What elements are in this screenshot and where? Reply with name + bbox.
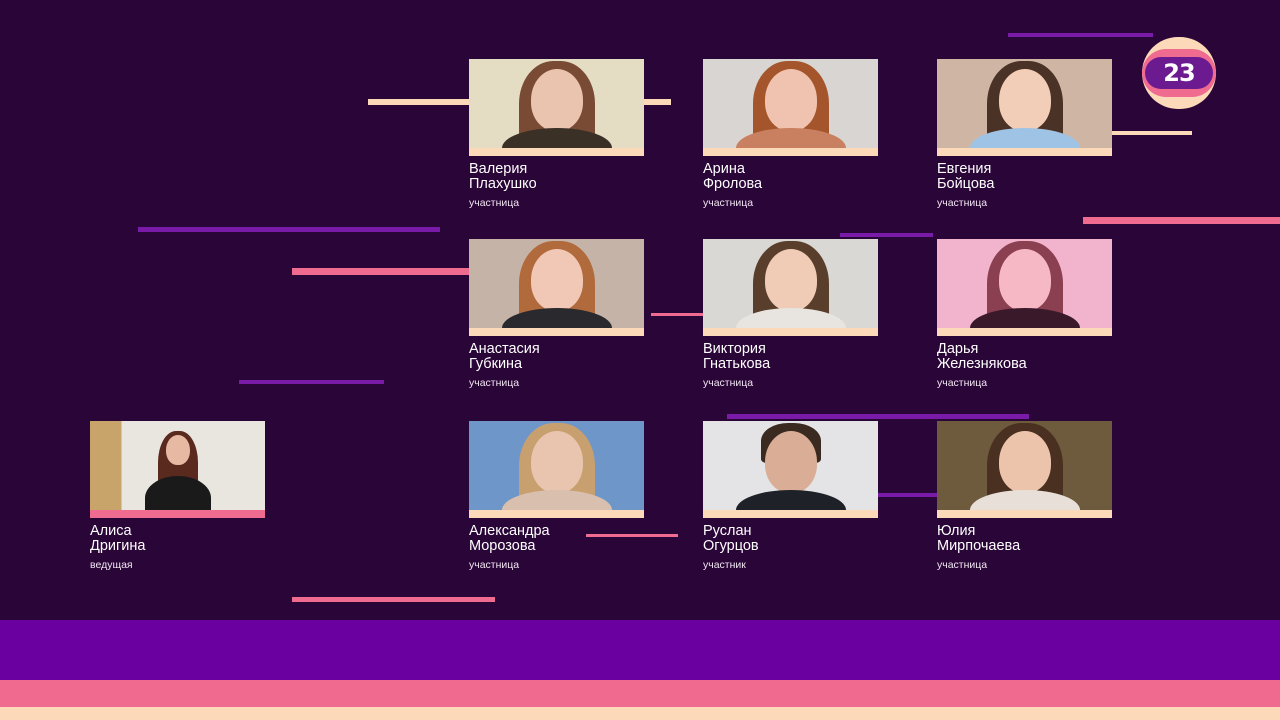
decor-stripe bbox=[292, 268, 469, 275]
decor-stripe bbox=[727, 414, 1029, 419]
participant-video bbox=[937, 421, 1112, 518]
participant-video bbox=[703, 239, 878, 336]
channel-logo: 23 bbox=[1142, 37, 1216, 109]
participant-role: участница bbox=[703, 197, 754, 209]
bottom-band-purple bbox=[0, 620, 1280, 680]
participant-role: участница bbox=[469, 377, 520, 389]
participant-role: участница bbox=[937, 377, 988, 389]
participant-video bbox=[469, 421, 644, 518]
decor-stripe bbox=[840, 233, 933, 237]
participant-video bbox=[937, 239, 1112, 336]
participant-role: участница bbox=[703, 377, 754, 389]
decor-stripe bbox=[1083, 217, 1280, 224]
logo-text: 23 bbox=[1163, 59, 1195, 87]
participant-video bbox=[469, 239, 644, 336]
participant-role: участница bbox=[469, 197, 520, 209]
participant-video bbox=[469, 59, 644, 156]
decor-stripe bbox=[239, 380, 384, 384]
participant-video bbox=[937, 59, 1112, 156]
decor-stripe bbox=[1110, 131, 1192, 135]
decor-stripe bbox=[292, 597, 495, 602]
bottom-band-peach bbox=[0, 707, 1280, 720]
decor-stripe bbox=[651, 313, 703, 316]
participant-role: участница bbox=[937, 559, 988, 571]
host-video bbox=[90, 421, 265, 518]
participant-role: участник bbox=[703, 559, 746, 571]
participant-video bbox=[703, 421, 878, 518]
decor-stripe bbox=[138, 227, 440, 232]
decor-stripe bbox=[586, 534, 678, 537]
participant-video bbox=[703, 59, 878, 156]
participant-role: участница bbox=[937, 197, 988, 209]
decor-stripe bbox=[1008, 33, 1153, 37]
participant-role: участница bbox=[469, 559, 520, 571]
decor-stripe bbox=[877, 493, 937, 497]
host-role: ведущая bbox=[90, 559, 133, 571]
bottom-band-pink bbox=[0, 680, 1280, 707]
